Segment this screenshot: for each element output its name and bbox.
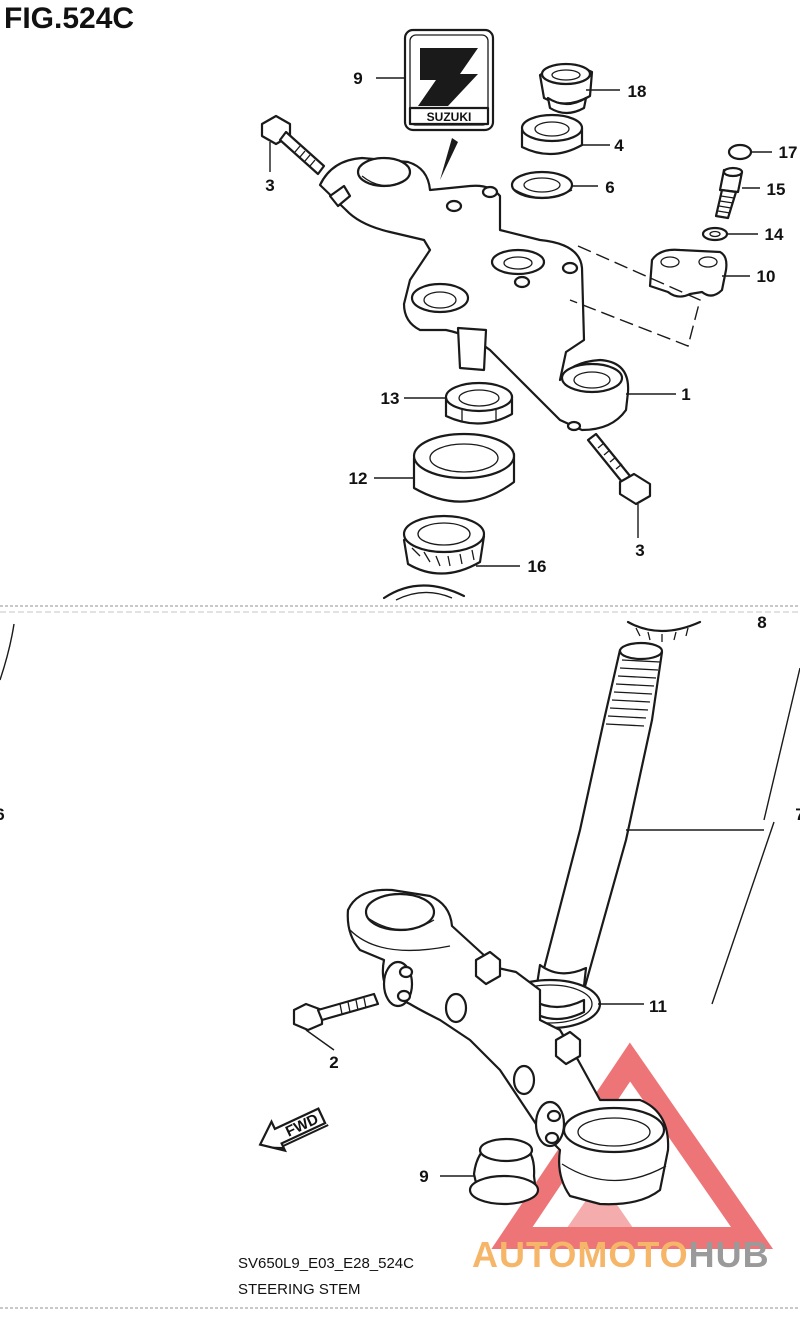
- callout-10: 10: [757, 267, 776, 286]
- cap-part-18: [538, 62, 594, 115]
- callout-6-left: 6: [0, 805, 5, 824]
- callout-15: 13: [381, 389, 400, 408]
- locknut-part-15: [444, 381, 514, 425]
- callout-8: 8: [757, 613, 766, 632]
- bolt-part-13: [714, 166, 744, 220]
- bolt-part-3-upper: [260, 114, 326, 176]
- callout-11: 9: [353, 69, 362, 88]
- bearing-part-17: [402, 514, 486, 575]
- callout-17: 16: [528, 557, 547, 576]
- callout-4: 4: [614, 136, 624, 155]
- forward-direction-arrow: FWD: [258, 1107, 329, 1153]
- watermark-part1: AUTOMOTO: [472, 1234, 689, 1275]
- bolt-part-2: [292, 992, 380, 1032]
- lower-bracket: [346, 888, 670, 1206]
- callout-13: 15: [767, 180, 786, 199]
- callout-12: 14: [765, 225, 784, 244]
- callout-labels: 9 18 4 6 17 15 14 10 3 1 13 12 16 3 6 7 …: [0, 69, 800, 1186]
- upper-bracket-part-1: [318, 156, 630, 432]
- callout-18: 18: [628, 82, 647, 101]
- bearing-race-part-16: [412, 432, 516, 503]
- suzuki-badge-text: SUZUKI: [427, 110, 472, 124]
- page-separator: [0, 605, 800, 1309]
- callout-3-upper: 3: [265, 176, 274, 195]
- leader-lines: [269, 77, 800, 1177]
- callout-1: 1: [681, 385, 690, 404]
- steering-stem-part-6: [532, 641, 664, 1012]
- washer-part-5: [510, 170, 574, 200]
- watermark-text: AUTOMOTOHUB: [472, 1234, 770, 1276]
- callout-3-lower: 3: [635, 541, 644, 560]
- callout-16: 12: [349, 469, 368, 488]
- nut-part-4: [520, 113, 584, 156]
- callout-6-right: 7: [795, 805, 800, 824]
- cap-part-9: [468, 1137, 540, 1206]
- suzuki-emblem-part: SUZUKI: [403, 28, 495, 180]
- bearing-race-part-8-upper: [382, 584, 466, 601]
- callout-7-label: 11: [649, 997, 667, 1016]
- figure-code: SV650L9_E03_E28_524C: [238, 1255, 414, 1272]
- callout-14: 17: [779, 143, 798, 162]
- figure-title: FIG.524C: [4, 2, 135, 35]
- washer-part-12: [701, 226, 729, 242]
- bearing-part-8: [626, 620, 702, 642]
- callout-2: 2: [329, 1053, 338, 1072]
- cap-part-14: [727, 143, 753, 161]
- callout-5: 6: [605, 178, 614, 197]
- callout-9: 9: [419, 1167, 428, 1186]
- bolt-part-3-lower: [586, 432, 652, 506]
- clamp-part-10: [648, 248, 728, 298]
- watermark-part2: HUB: [688, 1234, 770, 1275]
- edge-fragment: [0, 623, 15, 681]
- figure-name: STEERING STEM: [238, 1281, 361, 1298]
